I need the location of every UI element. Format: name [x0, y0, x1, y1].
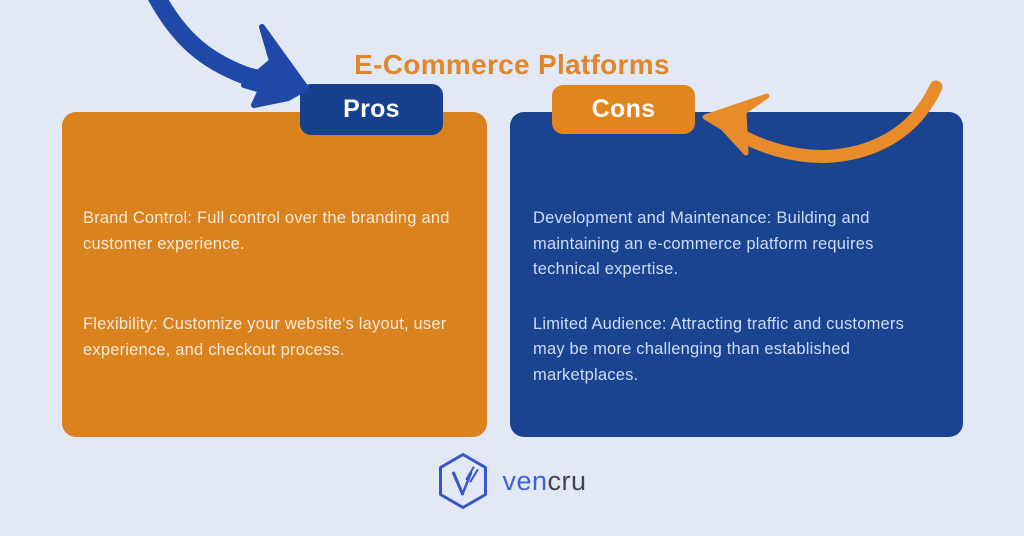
page-title: E-Commerce Platforms — [354, 48, 670, 80]
cons-card: Development and Maintenance: Building an… — [510, 112, 963, 437]
cons-item-development-maintenance: Development and Maintenance: Building an… — [533, 209, 874, 279]
brand-name-primary: ven — [502, 465, 548, 496]
hexagon-v-logo-icon — [439, 453, 488, 509]
pros-tab-text: Pros — [343, 95, 400, 123]
pros-card: Brand Control: Full control over the bra… — [62, 112, 487, 437]
pros-item-flexibility: Flexibility: Customize your website's la… — [83, 315, 447, 359]
brand-name: vencru — [502, 466, 586, 497]
cons-tab-label: Cons — [552, 85, 695, 134]
cons-item-limited-audience: Limited Audience: Attracting traffic and… — [533, 314, 905, 384]
vencru-logo: vencru — [0, 452, 1024, 510]
brand-name-secondary: cru — [547, 465, 587, 496]
pros-tab-label: Pros — [300, 84, 443, 135]
pros-item-brand-control: Brand Control: Full control over the bra… — [83, 209, 450, 253]
cons-tab-text: Cons — [591, 95, 656, 123]
